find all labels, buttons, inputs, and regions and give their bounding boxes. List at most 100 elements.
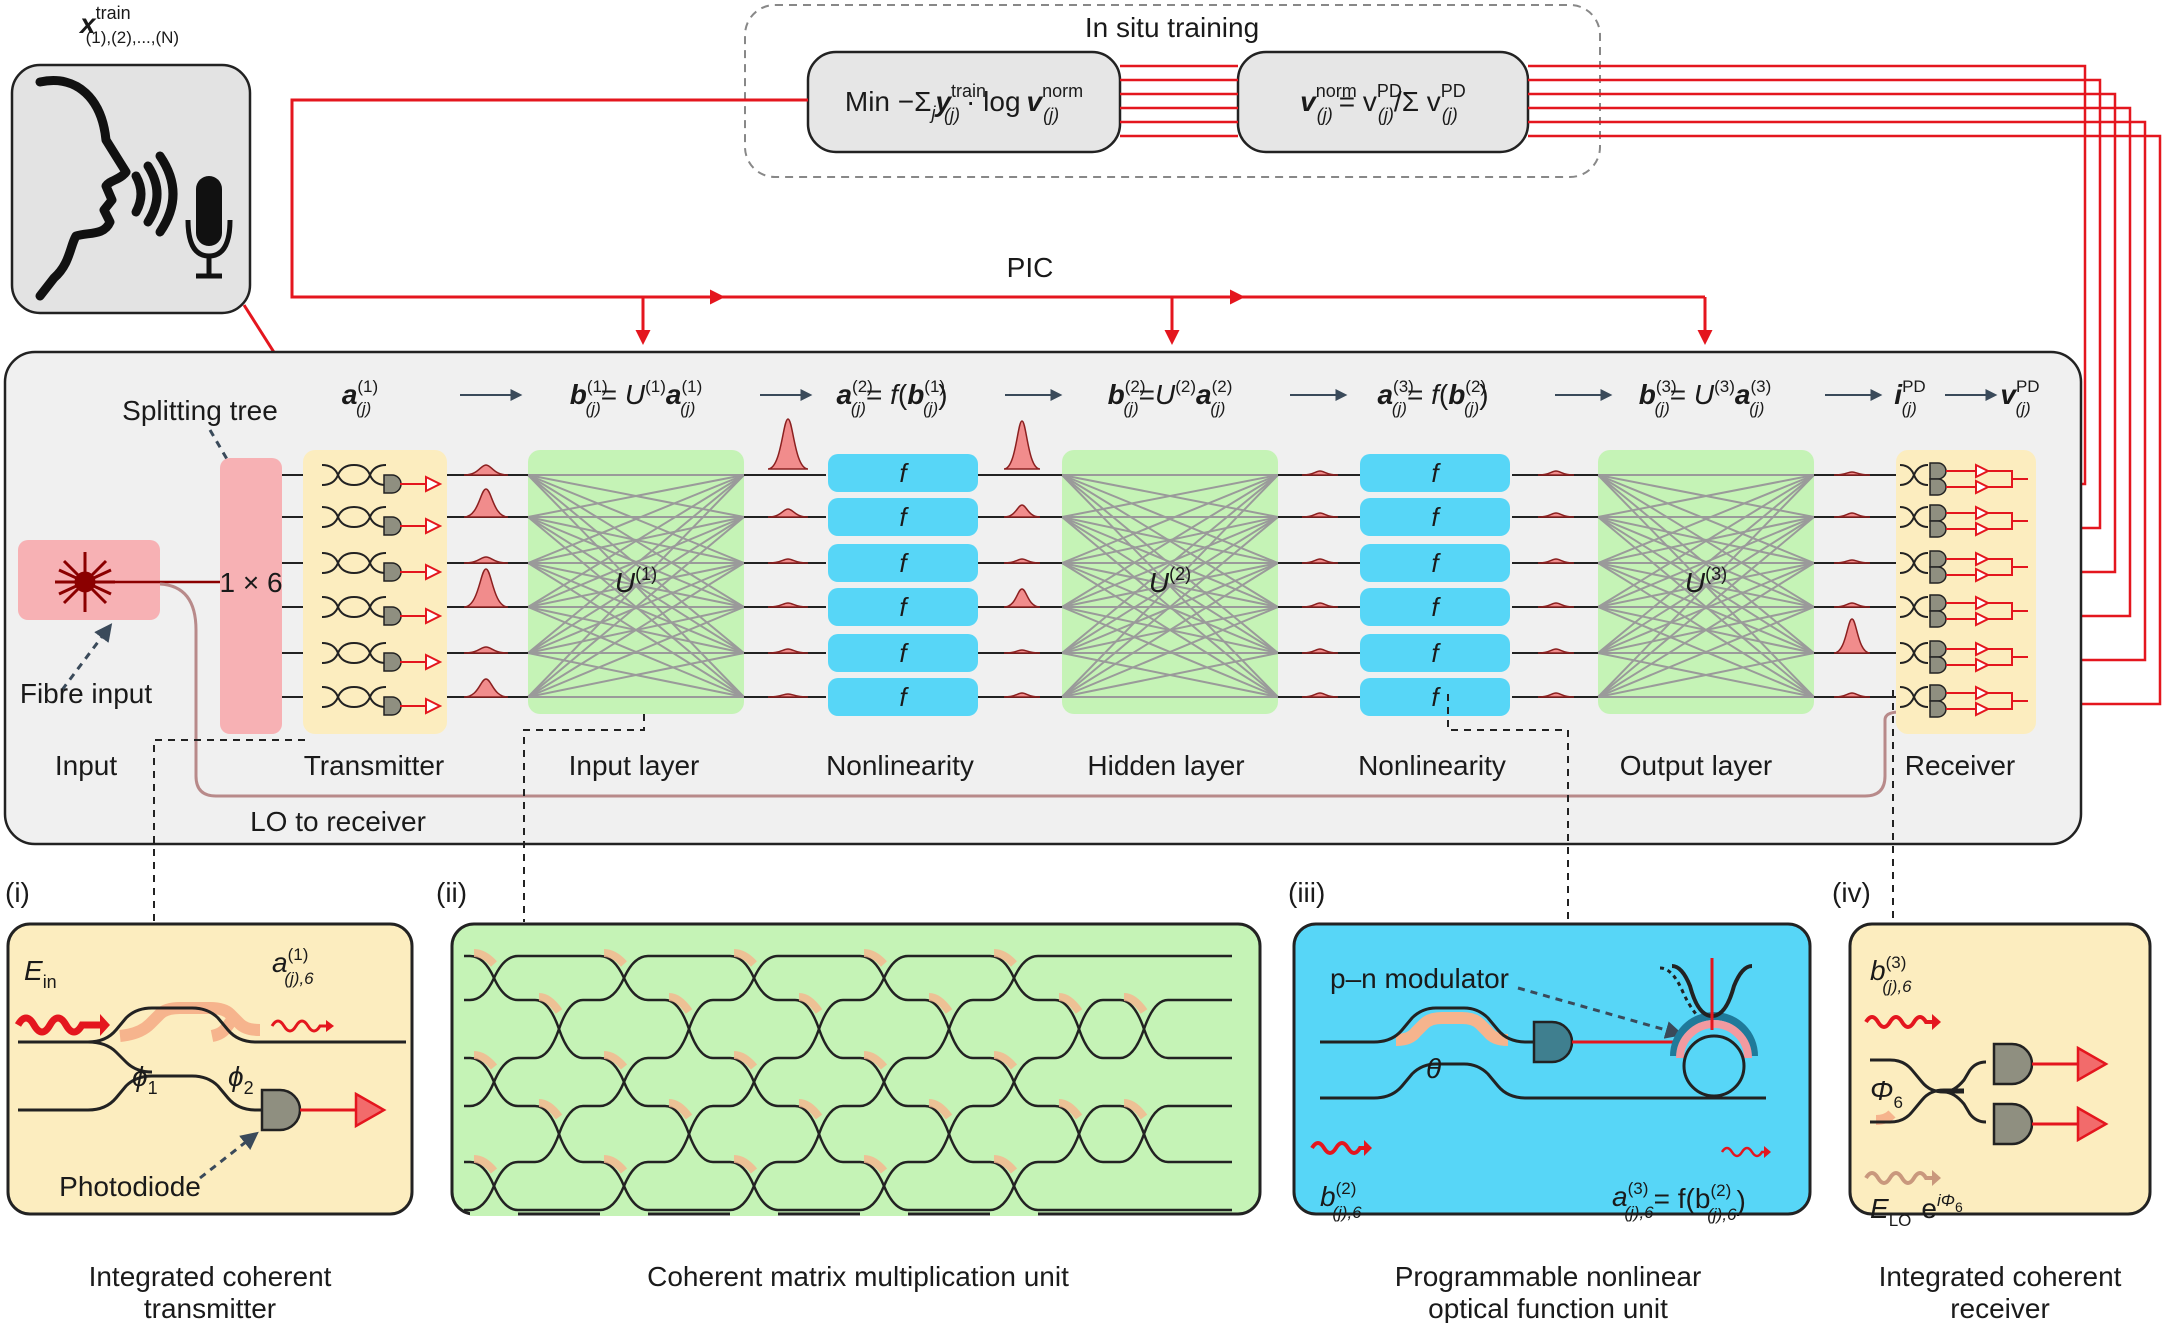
tx-mzi-upper <box>321 686 387 709</box>
rx-photodiode <box>1929 700 1947 718</box>
signal-pulse <box>767 602 809 608</box>
tx-output-arrow <box>425 563 443 581</box>
signal-pulse <box>1833 618 1871 654</box>
rx-arrow <box>1975 641 1991 657</box>
rx-photodiode <box>1929 478 1947 496</box>
mesh-connection <box>1597 474 1815 608</box>
panel-ii-box <box>450 922 1262 1216</box>
mesh-connection <box>527 474 745 518</box>
loss-box <box>806 50 1122 154</box>
signal-pulse <box>463 464 509 476</box>
rx-arrow <box>1975 479 1991 495</box>
mesh-connection <box>1597 606 1815 698</box>
panel-i-caption-1: Integrated coherent <box>89 1261 332 1292</box>
in-situ-training-box <box>744 4 1601 178</box>
tx-photodiode <box>383 652 402 672</box>
tx-mzi-upper <box>321 552 387 575</box>
phase-shifter <box>928 1099 953 1120</box>
tx-output-arrow <box>425 475 443 493</box>
panel-i-tag: (i) <box>5 877 30 908</box>
tx-mzi-lower <box>321 463 387 486</box>
rx-arrow <box>1975 611 1991 627</box>
nonlinear-f-block <box>828 678 978 716</box>
mzi-crossing <box>794 998 844 1060</box>
nonlinear-f-label: f <box>1431 682 1441 712</box>
mzi-crossing <box>924 998 974 1060</box>
phase-shifter <box>473 949 497 967</box>
panel-i-content: Ein a(1)(j),6 ϕ1 ϕ2 Photodiode <box>14 945 406 1202</box>
formula-ipd: iPD(j) <box>1894 377 1925 418</box>
signal-pulse <box>1301 512 1339 518</box>
nonlinear-f-block <box>1360 544 1510 582</box>
mzi-crossing <box>989 954 1039 1002</box>
tx-mzi-lower <box>321 641 387 664</box>
tx-mzi-lower <box>321 551 387 574</box>
mesh-connection <box>527 474 745 654</box>
phase-shifter <box>603 1051 628 1070</box>
signal-pulse <box>1833 512 1871 518</box>
panel-iii-box <box>1292 922 1812 1216</box>
signal-pulse <box>1003 504 1041 518</box>
signal-pulses <box>463 418 1871 698</box>
phase-shifter <box>1123 993 1148 1014</box>
nonlinear-f-label: f <box>1431 638 1441 668</box>
nonlinear-f-block <box>1360 678 1510 716</box>
nonlinear-f-label: f <box>899 638 909 668</box>
stage-label-input: Input <box>55 750 117 781</box>
nonlinear-f-label: f <box>1431 458 1441 488</box>
svg-text:b(2)(j),6: b(2)(j),6 <box>1320 1179 1362 1222</box>
tx-output-arrow <box>425 653 443 671</box>
tx-mzi-lower <box>321 685 387 708</box>
tx-output-arrow <box>425 607 443 625</box>
phase-shifter <box>473 1051 498 1070</box>
tx-mzi-lower <box>321 595 387 618</box>
panel-iv-tag: (iv) <box>1832 877 1871 908</box>
rx-photodiode <box>1929 566 1947 584</box>
phase-shifter <box>863 1051 888 1070</box>
panel-iii-caption-1: Programmable nonlinear <box>1395 1261 1702 1292</box>
mesh-connection <box>1061 474 1279 608</box>
phase-shifter <box>863 1155 888 1174</box>
tx-output-arrow <box>425 697 443 715</box>
formula-vpd: vPD(j) <box>2000 377 2039 418</box>
mesh-connection <box>1597 562 1815 698</box>
signal-pulse <box>767 648 809 654</box>
phase-shifter <box>538 993 563 1014</box>
signal-pulse <box>1301 602 1339 608</box>
mesh-connection <box>1597 516 1815 698</box>
phase-shifter <box>993 1155 1018 1174</box>
rx-photodiode <box>1929 520 1947 538</box>
mesh-connection <box>527 606 745 698</box>
tx-mzi-upper <box>321 464 387 487</box>
mzi-crossing <box>534 998 584 1060</box>
rx-photodiode <box>1929 504 1947 522</box>
phase-shifter <box>473 1155 498 1174</box>
signal-pulse <box>1003 420 1041 470</box>
mzi-crossing <box>729 1056 779 1108</box>
mzi-mesh <box>464 949 1232 1216</box>
svg-text:θ: θ <box>1426 1053 1441 1084</box>
svg-text:ϕ2: ϕ2 <box>228 1061 254 1098</box>
tx-photodiode <box>383 696 402 716</box>
fibre-input-label: Fibre input <box>20 678 153 709</box>
svg-text:a(3)(j),6= f(b(2)(j),6): a(3)(j),6= f(b(2)(j),6) <box>1612 1179 1746 1224</box>
stage-label-hidden-layer: Hidden layer <box>1087 750 1244 781</box>
mzi-crossing <box>1054 1104 1104 1164</box>
phase-shifter <box>668 993 693 1014</box>
phase-shifter <box>993 949 1017 967</box>
mesh-connection <box>1061 474 1279 698</box>
rx-arrow <box>1975 521 1991 537</box>
phase-shifter <box>538 1099 563 1120</box>
normalization-box <box>1236 50 1530 154</box>
panel-ii-caption: Coherent matrix multiplication unit <box>647 1261 1069 1292</box>
panel-iii-caption-2: optical function unit <box>1428 1293 1668 1323</box>
rx-coupler-lower <box>1899 552 1929 574</box>
mzi-crossing <box>989 1056 1039 1108</box>
mzi-crossing <box>664 1104 714 1164</box>
signal-pulse <box>1301 648 1339 654</box>
phase-shifter <box>1058 993 1083 1014</box>
mesh-connection <box>1597 474 1815 564</box>
tx-mzi-lower <box>321 505 387 528</box>
rx-photodiode <box>1929 640 1947 658</box>
